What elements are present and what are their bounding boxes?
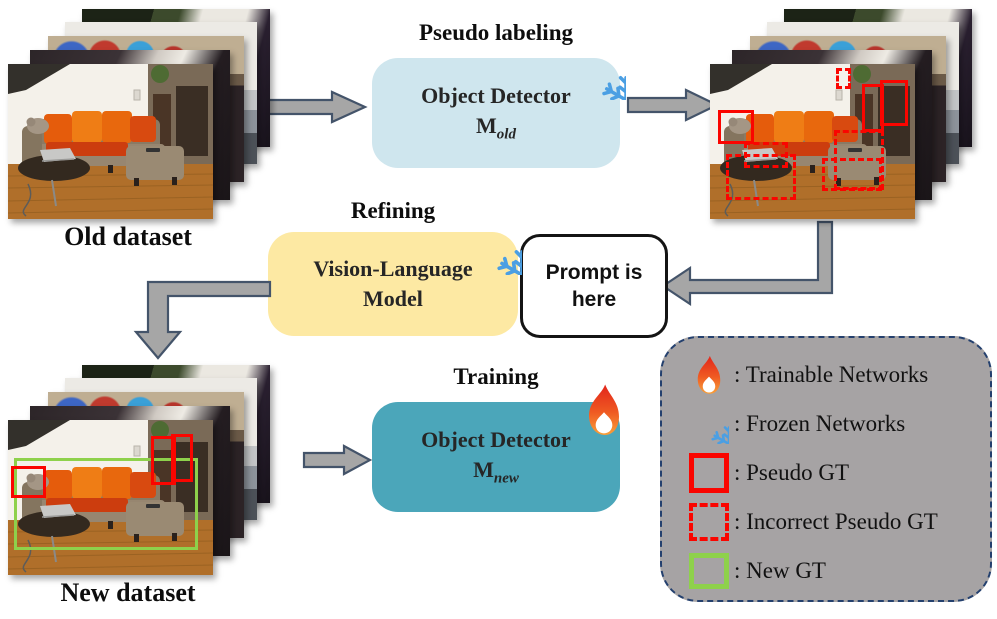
legend-row-incorrect-pseudo-gt: : Incorrect Pseudo GT (684, 501, 990, 543)
new-gt-swatch (689, 553, 729, 589)
detector-old-line1: Object Detector (421, 83, 571, 109)
legend-label: : New GT (734, 558, 826, 583)
couch-photo (8, 64, 213, 219)
snowflake-icon (466, 219, 522, 275)
legend-row-frozen: : Frozen Networks (684, 403, 990, 445)
detector-new-symbol: Mnew (473, 457, 519, 487)
arrow-pseudo-to-prompt (661, 220, 834, 307)
bbox-overlay (710, 64, 915, 219)
arrow-detector-to-pseudo (626, 88, 720, 122)
vlm-line2: Model (363, 286, 423, 311)
detector-new-line1: Object Detector (421, 427, 571, 453)
bbox-overlay (8, 64, 213, 219)
pseudo-labeling-title: Pseudo labeling (418, 20, 573, 45)
bbox-solid-red (880, 80, 908, 126)
training-title: Training (453, 364, 539, 389)
refining-title: Refining (350, 198, 436, 223)
arrow-old-to-detector (266, 90, 368, 124)
legend-row-new-gt: : New GT (684, 550, 990, 592)
bbox-dashed-red (836, 68, 851, 89)
couch-photo-refined-labels (8, 420, 213, 575)
bbox-solid-green (14, 458, 198, 550)
prompt-line2: here (571, 288, 617, 311)
prompt-note-box: Prompt is here (520, 234, 668, 338)
legend: : Trainable Networks : Frozen Networks :… (660, 336, 992, 602)
old-dataset-image-stack (8, 6, 274, 224)
incorrect-pseudo-gt-swatch (689, 503, 729, 541)
legend-label: : Trainable Networks (734, 362, 929, 387)
vlm-line1: Vision-Language (313, 256, 473, 282)
snowflake-icon (689, 404, 729, 444)
legend-label: : Frozen Networks (734, 411, 906, 436)
object-detector-old-box: Object Detector Mold (372, 58, 620, 168)
bbox-solid-red (171, 434, 193, 482)
vision-language-model-box: Vision-Language Model (268, 232, 518, 336)
bbox-solid-red (151, 436, 176, 485)
bbox-overlay (8, 420, 213, 575)
new-dataset-label: New dataset (60, 578, 196, 607)
arrow-vlm-to-new-dataset (133, 280, 272, 360)
pseudo-gt-swatch (689, 453, 729, 493)
prompt-line1: Prompt is (545, 260, 643, 284)
bbox-dashed-red (726, 154, 796, 200)
couch-photo-pseudo-labels (710, 64, 915, 219)
bbox-solid-red (11, 466, 46, 498)
pseudo-labeled-image-stack (710, 6, 976, 224)
legend-label: : Pseudo GT (734, 460, 849, 485)
flame-icon (584, 383, 624, 437)
bbox-dashed-red (822, 158, 882, 191)
new-dataset-image-stack (8, 362, 274, 580)
arrow-new-to-detector (302, 444, 372, 476)
detector-old-symbol: Mold (476, 113, 516, 143)
object-detector-new-box: Object Detector Mnew (372, 402, 620, 512)
bbox-solid-red (718, 110, 754, 144)
legend-row-pseudo-gt: : Pseudo GT (684, 452, 990, 494)
old-dataset-label: Old dataset (64, 222, 192, 251)
legend-row-trainable: : Trainable Networks (684, 354, 990, 396)
flame-icon (694, 354, 724, 396)
legend-label: : Incorrect Pseudo GT (734, 509, 938, 534)
snowflake-icon (572, 46, 626, 100)
